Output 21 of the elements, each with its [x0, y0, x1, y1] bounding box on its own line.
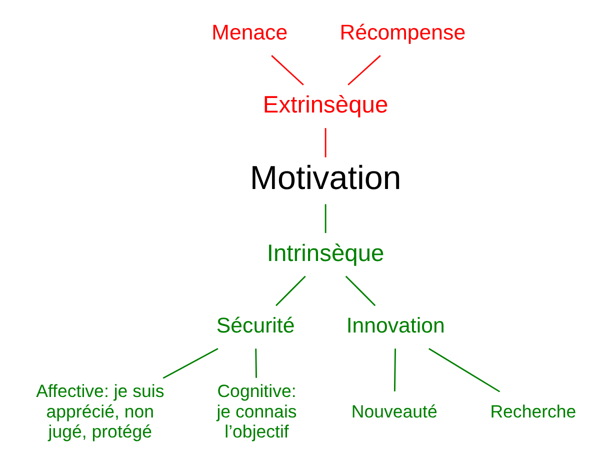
connector	[344, 276, 376, 306]
node-text: Menace	[211, 20, 288, 44]
connector	[324, 204, 326, 234]
node-text: Récompense	[339, 20, 466, 44]
connector	[393, 348, 396, 392]
node-text: Affective: je suis apprécié, non jugé, protégé	[36, 381, 164, 442]
node-text: Sécurité	[216, 313, 294, 338]
connector	[428, 348, 500, 392]
node-text: Nouveauté	[350, 401, 437, 422]
connector	[254, 348, 256, 378]
node-text: Extrinsèque	[262, 92, 388, 118]
connector	[162, 348, 218, 379]
node-text: Recherche	[490, 401, 576, 422]
connector	[275, 276, 306, 306]
node-text: Innovation	[346, 313, 444, 338]
node-text: Intrinsèque	[266, 240, 384, 267]
connector	[347, 55, 380, 86]
connector	[270, 55, 304, 86]
node-text: Motivation	[249, 160, 401, 197]
node-text: Cognitive: je connais l’objectif	[216, 381, 296, 442]
connector	[324, 128, 326, 158]
